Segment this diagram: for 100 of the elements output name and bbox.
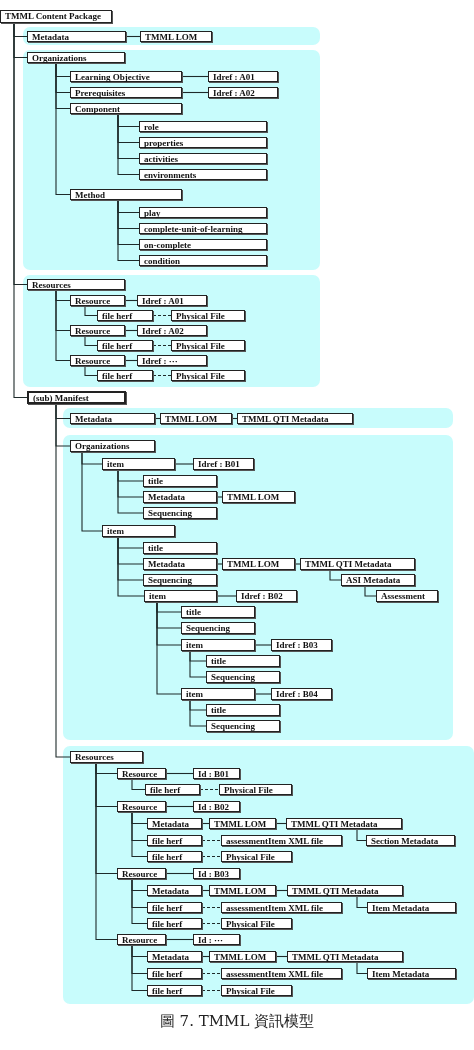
connector-line xyxy=(254,644,272,646)
element-box: Physical File xyxy=(171,340,245,351)
group-band xyxy=(63,435,453,740)
element-box: on-complete xyxy=(139,239,267,250)
connector-line xyxy=(84,305,98,317)
element-box: title xyxy=(181,606,255,618)
element-box: Metadata xyxy=(27,31,126,42)
connector-line xyxy=(216,563,223,565)
element-box: file herf xyxy=(147,835,202,846)
element-box: TMML LOM xyxy=(209,951,276,962)
element-box: TMML LOM xyxy=(222,491,295,503)
connector-line xyxy=(201,855,222,858)
element-box: Physical File xyxy=(221,851,292,862)
element-box: title xyxy=(143,542,217,554)
connector-line xyxy=(84,365,98,377)
element-box: Section Metadata xyxy=(366,835,455,846)
element-box: TMML QTI Metadata xyxy=(287,951,403,962)
element-box: Idref : ··· xyxy=(137,355,207,366)
connector-line xyxy=(231,417,238,420)
element-box: Resource xyxy=(117,801,166,812)
connector-line xyxy=(84,335,98,347)
element-box: Organizations xyxy=(27,52,125,63)
group-band xyxy=(63,408,453,428)
connector-line xyxy=(154,417,161,420)
connector-line xyxy=(189,699,207,727)
element-box: TMML Content Package xyxy=(0,10,112,23)
element-box: title xyxy=(206,655,280,667)
element-box: TMML LOM xyxy=(160,413,232,424)
element-box: Component xyxy=(70,103,182,114)
connector-line xyxy=(165,938,194,941)
connector-line xyxy=(201,989,222,992)
element-box: item xyxy=(181,688,255,700)
element-box: file herf xyxy=(145,784,200,795)
element-box: Physical File xyxy=(221,918,292,929)
connector-line xyxy=(124,359,138,362)
element-box: file herf xyxy=(97,310,153,321)
element-box: Assessment xyxy=(376,590,438,602)
element-box: Id : B01 xyxy=(193,768,240,779)
element-box: Resource xyxy=(70,295,125,306)
connector-line xyxy=(201,922,222,925)
connector-line xyxy=(81,451,103,532)
connector-line xyxy=(201,839,222,842)
element-box: Metadata xyxy=(147,818,202,829)
element-box: play xyxy=(139,207,267,218)
element-box: file herf xyxy=(147,851,202,862)
connector-line xyxy=(165,805,194,808)
connector-line xyxy=(199,788,220,791)
element-box: Sequencing xyxy=(181,622,255,634)
connector-line xyxy=(131,878,148,925)
connector-line xyxy=(201,955,210,958)
connector-line xyxy=(275,822,287,825)
element-box: Sequencing xyxy=(143,574,217,586)
group-band xyxy=(23,27,320,45)
connector-line xyxy=(124,329,138,332)
connector-line xyxy=(201,906,222,909)
element-box: assessmentItem XML file xyxy=(221,968,342,979)
element-box: assessmentItem XML file xyxy=(221,835,342,846)
connector-line xyxy=(201,972,222,975)
element-box: condition xyxy=(139,255,267,266)
element-box: item xyxy=(144,590,217,602)
element-box: Organizations xyxy=(70,440,155,452)
connector-line xyxy=(275,889,288,892)
element-box: activities xyxy=(139,153,267,164)
element-box: Method xyxy=(70,189,182,200)
connector-line xyxy=(152,344,172,347)
element-box: Idref : B03 xyxy=(271,639,332,651)
connector-line xyxy=(55,289,71,362)
element-box: TMML QTI Metadata xyxy=(237,413,353,424)
connector-line xyxy=(181,75,209,78)
element-box: Resources xyxy=(70,751,143,763)
group-band xyxy=(63,746,474,1004)
element-box: complete-unit-of-learning xyxy=(139,223,267,234)
element-box: Learning Objective xyxy=(70,71,182,82)
connector-line xyxy=(95,762,118,941)
connector-line xyxy=(356,895,368,909)
element-box: Physical File xyxy=(171,370,245,381)
connector-line xyxy=(356,961,368,975)
connector-line xyxy=(216,496,223,498)
connector-line xyxy=(165,872,194,875)
element-box: Metadata xyxy=(147,885,202,896)
element-box: title xyxy=(206,704,280,716)
connector-line xyxy=(117,199,140,262)
element-box: item xyxy=(102,525,175,537)
element-box: assessmentItem XML file xyxy=(221,902,342,913)
element-box: Metadata xyxy=(70,413,155,424)
connector-line xyxy=(156,601,182,695)
figure-caption: 圖 7. TMML 資訊模型 xyxy=(158,1012,316,1031)
element-box: Idref : A02 xyxy=(208,87,278,98)
connector-line xyxy=(201,889,210,892)
element-box: title xyxy=(143,475,217,487)
element-box: file herf xyxy=(147,985,202,996)
element-box: Idref : B02 xyxy=(236,590,297,602)
element-box: Resource xyxy=(70,355,125,366)
element-box: Sequencing xyxy=(143,507,217,519)
connector-line xyxy=(275,955,288,958)
connector-line xyxy=(124,299,138,302)
element-box: Resource xyxy=(117,868,166,879)
element-box: Metadata xyxy=(143,491,217,503)
element-box: TMML QTI Metadata xyxy=(286,818,402,829)
element-box: Physical File xyxy=(171,310,245,321)
